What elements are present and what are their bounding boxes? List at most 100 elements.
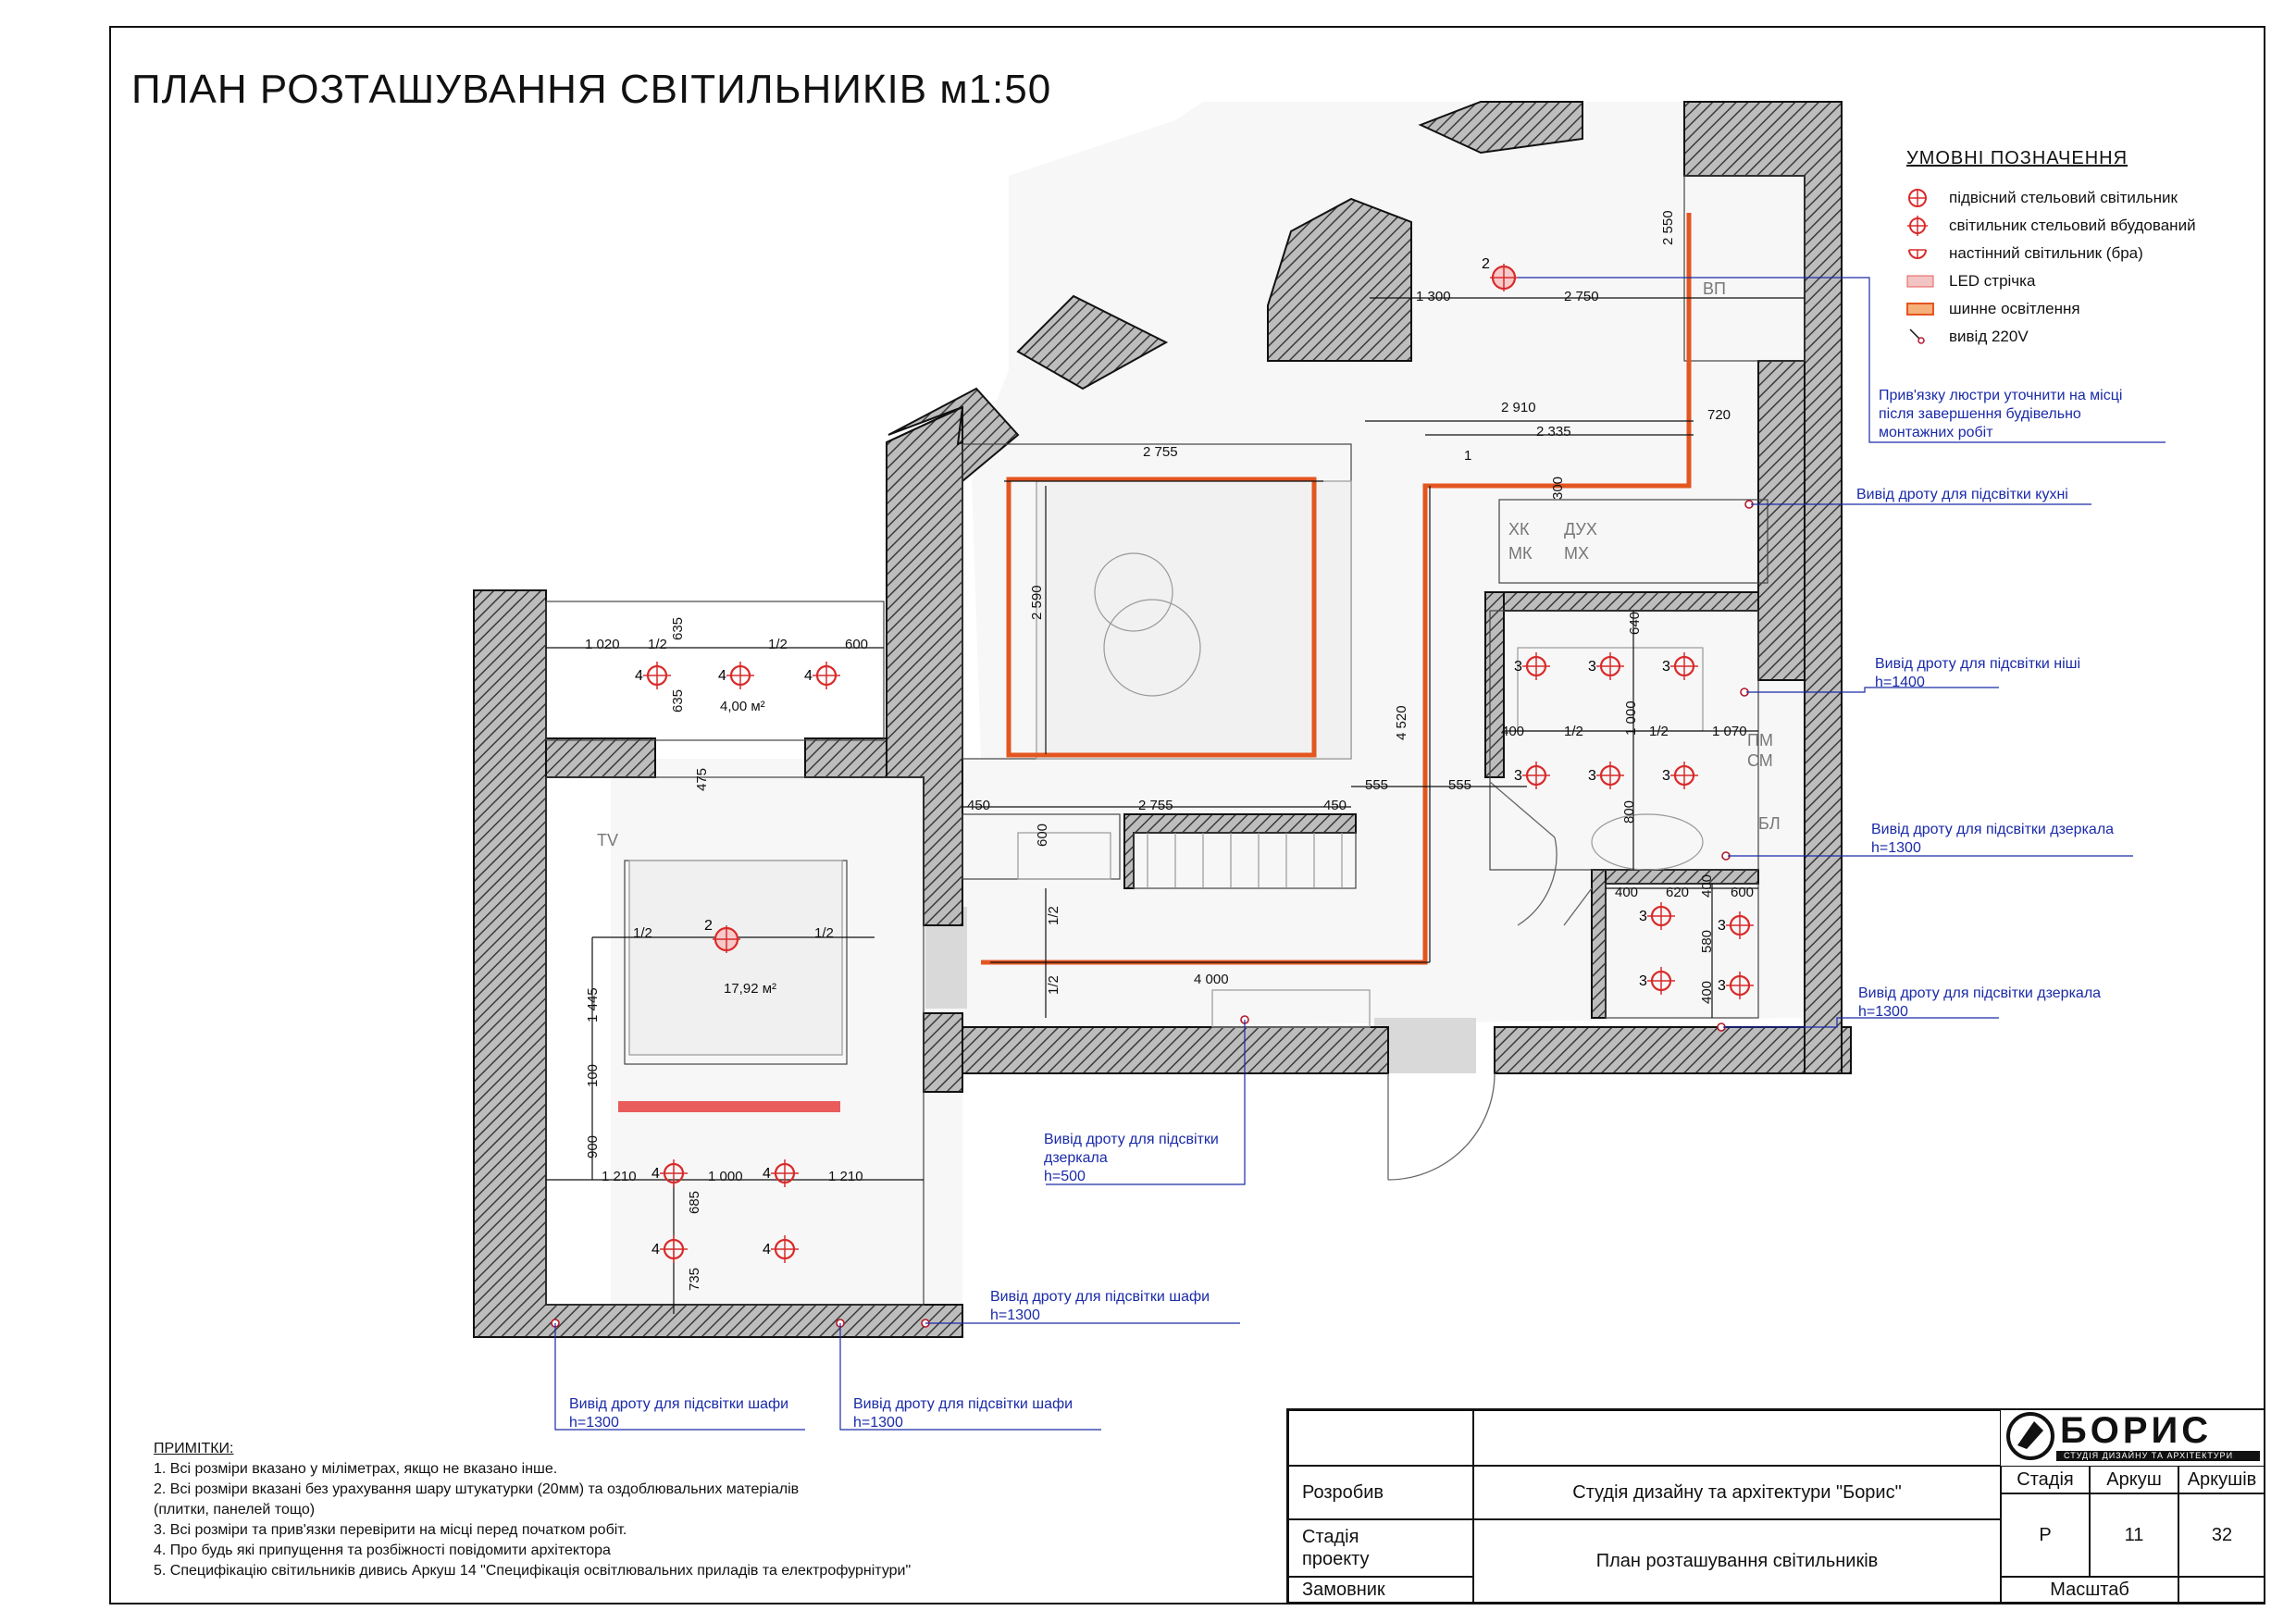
room-label: TV: [597, 831, 619, 849]
dimension-label: 450: [1323, 798, 1347, 813]
dimension-label: 4,00 м²: [720, 699, 765, 714]
stamp-cell: [1288, 1410, 1473, 1466]
dimension-label: 1 070: [1712, 724, 1747, 739]
dimension-label: 450: [967, 798, 991, 813]
dimension-label: 1 000: [708, 1169, 743, 1184]
dimension-label: 1 300: [1416, 289, 1451, 304]
legend-row: LED стрічка: [1906, 267, 2258, 295]
logo-name: БОРИС: [2060, 1410, 2213, 1451]
legend-row: настінний світильник (бра): [1906, 240, 2258, 267]
callout-line: Вивід дроту для підсвітки дзеркала: [1858, 985, 2102, 1001]
client-label: Замовник: [1288, 1577, 1473, 1603]
callout-line: Вивід дроту для підсвітки: [1044, 1132, 1219, 1147]
callout-line: h=1300: [1858, 1004, 1908, 1020]
furniture: [628, 480, 1704, 1056]
callout-line: Вивід дроту для підсвітки кухні: [1856, 487, 2068, 502]
dimension-label: 620: [1666, 885, 1690, 900]
callout-line: Вивід дроту для підсвітки ніші: [1875, 656, 2081, 672]
dimension-label: 1/2: [1564, 724, 1583, 739]
callout-niche: Вивід дроту для підсвітки ніші h=1400: [1875, 655, 2080, 692]
note-line: 1. Всі розміри вказано у міліметрах, якщ…: [154, 1461, 558, 1477]
dimension-label: 555: [1365, 777, 1389, 793]
legend-row: шинне освітлення: [1906, 295, 2258, 323]
dimension-label: 100: [585, 1063, 601, 1087]
note-line: (плитки, панелей тощо): [154, 1502, 316, 1518]
legend-label: LED стрічка: [1949, 272, 2036, 290]
walls: [473, 101, 1852, 1338]
legend-row: вивід 220V: [1906, 323, 2258, 351]
callout-line: h=1300: [990, 1307, 1040, 1323]
dimension-label: 400: [1699, 873, 1715, 898]
dimension-label: 1 020: [585, 637, 620, 652]
dimension-label: 1/2: [633, 925, 652, 941]
note-line: 2. Всі розміри вказані без урахування ша…: [154, 1481, 800, 1497]
legend-label: вивід 220V: [1949, 328, 2029, 345]
drawing-title: ПЛАН РОЗТАШУВАННЯ СВІТИЛЬНИКІВ м1:50: [131, 67, 1052, 112]
callout-line: після завершення будівельно: [1879, 406, 2081, 422]
led-strip-swatch: [1906, 270, 1949, 292]
led-strip: [618, 1101, 840, 1112]
callout-line: h=1300: [569, 1415, 619, 1431]
callout-line: монтажних робіт: [1879, 425, 1993, 440]
developed-label: Розробив: [1288, 1466, 1473, 1519]
dimension-label: 4 000: [1194, 972, 1229, 987]
legend: УМОВНІ ПОЗНАЧЕННЯ підвісний стельовий св…: [1906, 148, 2258, 351]
legend-heading: УМОВНІ ПОЗНАЧЕННЯ: [1906, 148, 2128, 168]
callout-wardrobe-2: Вивід дроту для підсвітки шафи h=1300: [569, 1395, 788, 1432]
dimension-label: 720: [1707, 407, 1731, 423]
callout-line: h=1300: [1871, 840, 1921, 856]
dimension-label: 580: [1699, 929, 1715, 953]
callout-line: h=1300: [853, 1415, 903, 1431]
callout-line: Вивід дроту для підсвітки шафи: [569, 1396, 789, 1412]
title-block: Розробив Студія дизайну та архітектури "…: [1286, 1408, 2265, 1604]
callout-line: Прив'язку люстри уточнити на місці: [1879, 388, 2123, 403]
dimension-label: 17,92 м²: [724, 981, 777, 997]
room-label: МК: [1508, 544, 1533, 563]
dimension-label: 1 210: [828, 1169, 863, 1184]
logo-tagline: СТУДІЯ ДИЗАЙНУ ТА АРХІТЕКТУРИ: [2064, 1451, 2234, 1460]
callout-line: Вивід дроту для підсвітки дзеркала: [1871, 822, 2115, 837]
room-label: ДУХ: [1564, 520, 1597, 539]
callout-mirror-3: Вивід дроту для підсвітки дзеркала h=500: [1044, 1131, 1219, 1186]
sheets-label: Аркушів: [2178, 1466, 2265, 1493]
dimension-label: 800: [1621, 799, 1637, 824]
dimension-label: 2 335: [1536, 424, 1571, 440]
project-name: План розташування світильників: [1473, 1519, 2001, 1603]
room-label: СМ: [1747, 751, 1773, 770]
dimension-label: 2 550: [1660, 210, 1676, 245]
dimension-label: 685: [687, 1190, 702, 1214]
wall-sconce-icon: [1906, 242, 1949, 265]
notes-heading: ПРИМІТКИ:: [154, 1441, 234, 1456]
dimension-label: 555: [1448, 777, 1472, 793]
note-line: 5. Специфікацію світильників дивись Арку…: [154, 1563, 912, 1579]
doors: [1387, 781, 1593, 1181]
legend-label: шинне освітлення: [1949, 300, 2080, 317]
legend-label: настінний світильник (бра): [1949, 244, 2143, 262]
dimension-label: 600: [1035, 823, 1050, 847]
studio-logo: БОРИС СТУДІЯ ДИЗАЙНУ ТА АРХІТЕКТУРИ: [1999, 1408, 2265, 1464]
dimension-label: 900: [585, 1134, 601, 1158]
note-line: 4. Про будь які припущення та розбіжност…: [154, 1542, 611, 1558]
dimension-label: 640: [1627, 611, 1643, 635]
sheet-frame: [109, 26, 2265, 1604]
dimension-label: 300: [1550, 476, 1566, 500]
callout-wardrobe-3: Вивід дроту для підсвітки шафи h=1300: [853, 1395, 1073, 1432]
legend-label: підвісний стельовий світильник: [1949, 189, 2178, 206]
callout-line: дзеркала: [1044, 1150, 1108, 1166]
dimension-label: 4 520: [1394, 705, 1409, 740]
callout-mirror-1: Вивід дроту для підсвітки дзеркала h=130…: [1871, 821, 2114, 858]
dimension-label: 2 755: [1143, 444, 1178, 460]
room-label: ВП: [1703, 279, 1726, 298]
room-label: МХ: [1564, 544, 1589, 563]
callout-line: h=500: [1044, 1169, 1086, 1184]
dimension-label: 400: [1699, 980, 1715, 1004]
dimension-label: 2 590: [1029, 585, 1045, 620]
callout-chandelier: Прив'язку люстри уточнити на місці після…: [1879, 387, 2122, 442]
callout-wardrobe-1: Вивід дроту для підсвітки шафи h=1300: [990, 1288, 1210, 1325]
dimension-label: 400: [1615, 885, 1639, 900]
developer-name: Студія дизайну та архітектури "Борис": [1473, 1466, 2001, 1519]
scale-label: Масштаб: [2001, 1577, 2178, 1603]
callout-kitchen: Вивід дроту для підсвітки кухні: [1856, 486, 2068, 504]
